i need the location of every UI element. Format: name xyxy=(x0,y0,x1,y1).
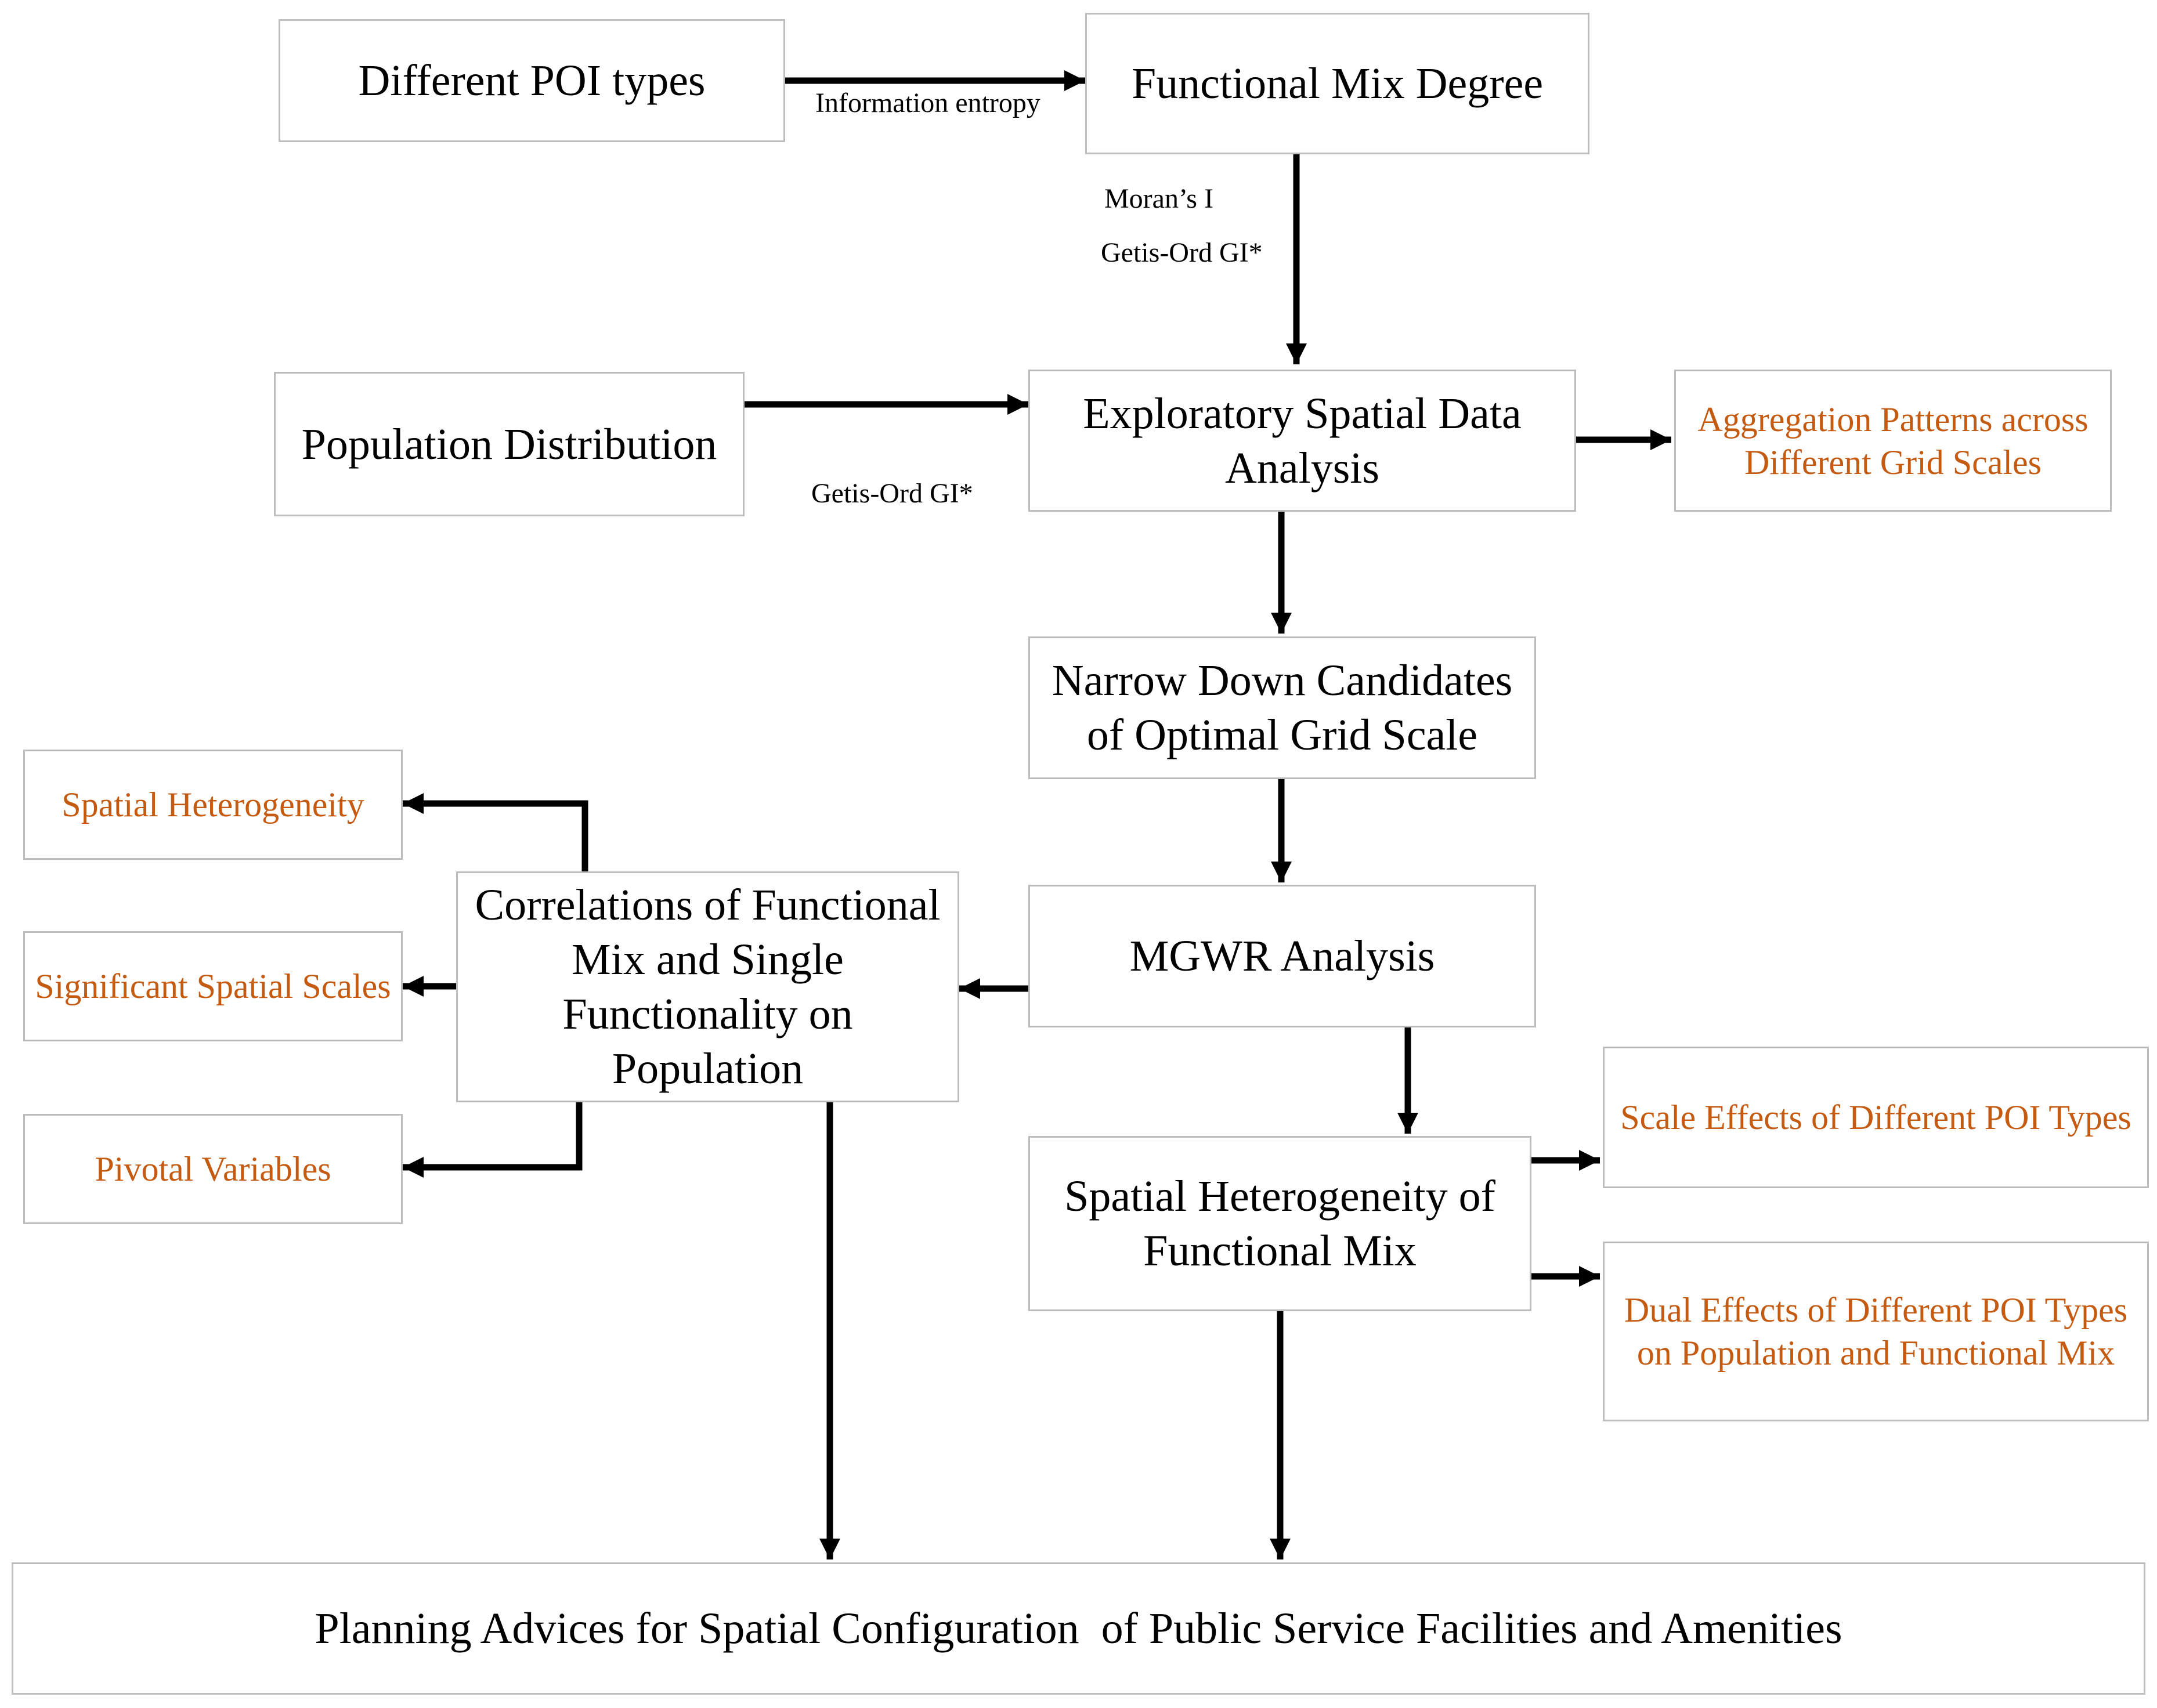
node-spatial-heterogeneity-of-functional-mix: Spatial Heterogeneity of Functional Mix xyxy=(1028,1136,1531,1311)
node-dual-effects: Dual Effects of Different POI Types on P… xyxy=(1603,1242,2149,1421)
edge-label-morans-i: Moran’s I xyxy=(1104,183,1213,214)
node-scale-effects-label: Scale Effects of Different POI Types xyxy=(1620,1098,2131,1137)
node-planning-advices: Planning Advices for Spatial Configurati… xyxy=(12,1562,2145,1695)
arrow-correlations-to-pivotal xyxy=(403,1098,583,1178)
node-population-distribution-label: Population Distribution xyxy=(301,419,717,469)
node-spatial-heterogeneity: Spatial Heterogeneity xyxy=(23,750,403,860)
node-spatial-heterogeneity-label: Spatial Heterogeneity xyxy=(62,786,364,824)
edge-label-getis-ord-1: Getis-Ord GI* xyxy=(1101,237,1263,268)
node-correlations-functional-mix: Correlations of Functional Mix and Singl… xyxy=(456,871,959,1102)
node-narrow-down-candidates: Narrow Down Candidates of Optimal Grid S… xyxy=(1028,636,1536,779)
node-different-poi-types-label: Different POI types xyxy=(358,56,706,105)
node-aggregation-patterns-label: Aggregation Patterns across Different Gr… xyxy=(1697,400,2089,482)
node-different-poi-types: Different POI types xyxy=(279,19,785,142)
node-dual-effects-label: Dual Effects of Different POI Types on P… xyxy=(1624,1291,2128,1372)
node-population-distribution: Population Distribution xyxy=(274,372,745,516)
node-narrow-down-candidates-label: Narrow Down Candidates of Optimal Grid S… xyxy=(1052,656,1513,759)
edge-label-getis-ord-2: Getis-Ord GI* xyxy=(811,478,973,509)
node-planning-advices-label: Planning Advices for Spatial Configurati… xyxy=(315,1604,1842,1653)
arrow-correlations-to-spatial-heterogeneity xyxy=(403,793,588,871)
node-functional-mix-degree: Functional Mix Degree xyxy=(1085,13,1589,154)
node-mgwr-analysis-label: MGWR Analysis xyxy=(1129,932,1435,980)
node-scale-effects: Scale Effects of Different POI Types xyxy=(1603,1047,2149,1188)
edge-label-information-entropy: Information entropy xyxy=(815,88,1040,118)
node-functional-mix-degree-label: Functional Mix Degree xyxy=(1131,59,1544,108)
node-exploratory-spatial-data-analysis-label: Exploratory Spatial Data Analysis xyxy=(1083,389,1522,493)
node-significant-spatial-scales-label: Significant Spatial Scales xyxy=(35,967,391,1005)
node-correlations-functional-mix-label: Correlations of Functional Mix and Singl… xyxy=(475,881,941,1093)
node-mgwr-analysis: MGWR Analysis xyxy=(1028,885,1536,1027)
node-significant-spatial-scales: Significant Spatial Scales xyxy=(23,931,403,1041)
node-pivotal-variables: Pivotal Variables xyxy=(23,1114,403,1224)
node-aggregation-patterns: Aggregation Patterns across Different Gr… xyxy=(1674,370,2112,512)
node-pivotal-variables-label: Pivotal Variables xyxy=(95,1150,331,1188)
node-spatial-heterogeneity-of-functional-mix-label: Spatial Heterogeneity of Functional Mix xyxy=(1064,1172,1495,1275)
node-exploratory-spatial-data-analysis: Exploratory Spatial Data Analysis xyxy=(1028,370,1576,512)
